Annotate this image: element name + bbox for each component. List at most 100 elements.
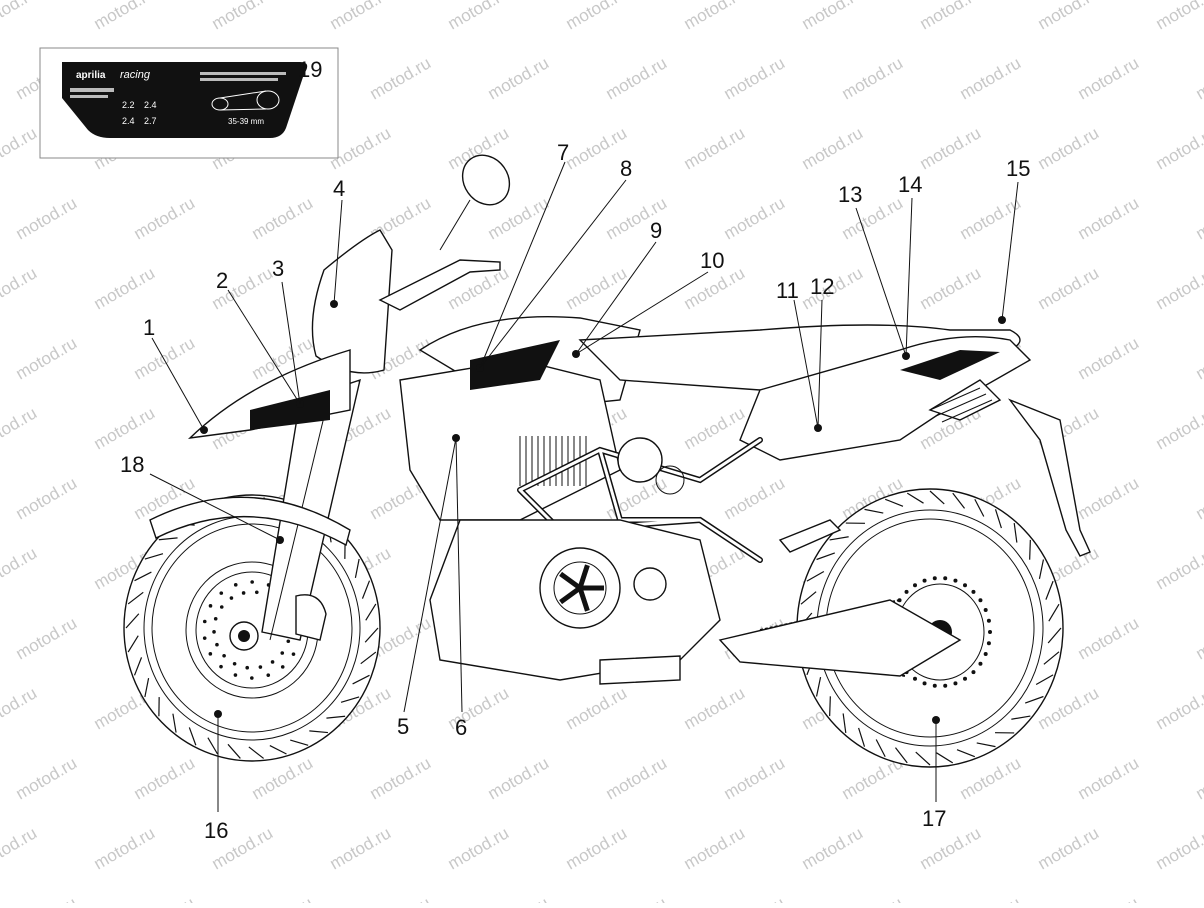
watermark-text: motod.ru bbox=[0, 263, 40, 313]
watermark-text: motod.ru bbox=[1075, 193, 1143, 243]
watermark-text: motod.ru bbox=[485, 893, 553, 903]
watermark-text: motod.ru bbox=[563, 823, 631, 873]
watermark-text: motod.ru bbox=[563, 263, 631, 313]
watermark-text: motod.ru bbox=[563, 0, 631, 33]
watermark-text: motod.ru bbox=[721, 473, 789, 523]
watermark-text: motod.ru bbox=[1075, 753, 1143, 803]
callout-10: 10 bbox=[700, 248, 724, 273]
watermark-text: motod.ru bbox=[1075, 613, 1143, 663]
watermark-text: motod.ru bbox=[1035, 263, 1103, 313]
watermark-text: motod.ru bbox=[917, 0, 985, 33]
callout-13: 13 bbox=[838, 182, 862, 207]
callout-11: 11 bbox=[776, 278, 799, 303]
watermark-text: motod.ru bbox=[721, 53, 789, 103]
watermark-text: motod.ru bbox=[13, 333, 81, 383]
watermark-text: motod.ru bbox=[839, 893, 907, 903]
watermark-text: motod.ru bbox=[1193, 193, 1204, 243]
callout-4: 4 bbox=[333, 176, 345, 201]
watermark-text: motod.ru bbox=[367, 753, 435, 803]
watermark-text: motod.ru bbox=[917, 263, 985, 313]
watermark-text: motod.ru bbox=[485, 53, 553, 103]
watermark-text: motod.ru bbox=[681, 823, 749, 873]
watermark-text: motod.ru bbox=[681, 0, 749, 33]
sticker-chain-slack: 35-39 mm bbox=[228, 117, 264, 126]
watermark-text: motod.ru bbox=[445, 823, 513, 873]
watermark-text: motod.ru bbox=[0, 403, 40, 453]
callout-3: 3 bbox=[272, 256, 284, 281]
watermark-text: motod.ru bbox=[681, 123, 749, 173]
watermark-text: motod.ru bbox=[327, 0, 395, 33]
watermark-text: motod.ru bbox=[485, 753, 553, 803]
watermark-text: motod.ru bbox=[1193, 473, 1204, 523]
watermark-text: motod.ru bbox=[91, 263, 159, 313]
watermark-text: motod.ru bbox=[1193, 753, 1204, 803]
watermark-text: motod.ru bbox=[13, 753, 81, 803]
watermark-text: motod.ru bbox=[1075, 333, 1143, 383]
watermark-text: motod.ru bbox=[13, 193, 81, 243]
watermark-text: motod.ru bbox=[799, 123, 867, 173]
decal-panel: aprilia racing 2.2 2.4 2.4 2.7 35-39 mm bbox=[40, 48, 338, 158]
callout-1: 1 bbox=[143, 315, 155, 340]
watermark-text: motod.ru bbox=[1075, 473, 1143, 523]
watermark-text: motod.ru bbox=[603, 753, 671, 803]
sticker-tagline: racing bbox=[120, 69, 151, 81]
watermark-text: motod.ru bbox=[1035, 123, 1103, 173]
watermark-text: motod.ru bbox=[13, 893, 81, 903]
watermark-text: motod.ru bbox=[1153, 263, 1204, 313]
watermark-text: motod.ru bbox=[1075, 53, 1143, 103]
watermark-text: motod.ru bbox=[367, 893, 435, 903]
motorcycle-drawing bbox=[124, 146, 1090, 767]
callout-14: 14 bbox=[898, 172, 922, 197]
watermark-text: motod.ru bbox=[0, 823, 40, 873]
sticker-pressure-a: 2.2 bbox=[122, 100, 135, 110]
watermark-text: motod.ru bbox=[367, 53, 435, 103]
watermark-text: motod.ru bbox=[91, 823, 159, 873]
watermark-text: motod.ru bbox=[91, 403, 159, 453]
watermark-text: motod.ru bbox=[681, 403, 749, 453]
watermark-text: motod.ru bbox=[327, 823, 395, 873]
watermark-text: motod.ru bbox=[1035, 823, 1103, 873]
watermark-text: motod.ru bbox=[1193, 893, 1204, 903]
watermark-text: motod.ru bbox=[13, 473, 81, 523]
watermark-text: motod.ru bbox=[681, 683, 749, 733]
watermark-text: motod.ru bbox=[603, 53, 671, 103]
watermark-text: motod.ru bbox=[1075, 893, 1143, 903]
watermark-text: motod.ru bbox=[249, 893, 317, 903]
watermark-text: motod.ru bbox=[445, 0, 513, 33]
watermark-text: motod.ru bbox=[249, 193, 317, 243]
sticker-brand: aprilia bbox=[76, 70, 106, 81]
watermark-text: motod.ru bbox=[131, 753, 199, 803]
watermark-text: motod.ru bbox=[131, 193, 199, 243]
sticker-pressure-c: 2.4 bbox=[122, 116, 135, 126]
watermark-text: motod.ru bbox=[1193, 333, 1204, 383]
watermark-text: motod.ru bbox=[91, 0, 159, 33]
watermark-text: motod.ru bbox=[131, 893, 199, 903]
watermark-text: motod.ru bbox=[563, 683, 631, 733]
callout-17: 17 bbox=[922, 806, 946, 831]
watermark-text: motod.ru bbox=[0, 0, 40, 33]
watermark-text: motod.ru bbox=[13, 613, 81, 663]
watermark-text: motod.ru bbox=[0, 123, 40, 173]
watermark-text: motod.ru bbox=[957, 893, 1025, 903]
callout-16: 16 bbox=[204, 818, 228, 843]
watermark-text: motod.ru bbox=[1193, 53, 1204, 103]
watermark-text: motod.ru bbox=[839, 53, 907, 103]
watermark-text: motod.ru bbox=[917, 123, 985, 173]
callout-15: 15 bbox=[1006, 156, 1030, 181]
callout-12: 12 bbox=[810, 274, 834, 299]
callout-5: 5 bbox=[397, 714, 409, 739]
watermark-text: motod.ru bbox=[1153, 403, 1204, 453]
watermark-text: motod.ru bbox=[721, 193, 789, 243]
watermark-text: motod.ru bbox=[131, 333, 199, 383]
callout-6: 6 bbox=[455, 715, 467, 740]
watermark-text: motod.ru bbox=[0, 543, 40, 593]
callout-18: 18 bbox=[120, 452, 144, 477]
callout-19: 19 bbox=[298, 57, 322, 82]
watermark-text: motod.ru bbox=[1153, 0, 1204, 33]
watermark-text: motod.ru bbox=[1153, 543, 1204, 593]
watermark-text: motod.ru bbox=[799, 0, 867, 33]
watermark-text: motod.ru bbox=[721, 893, 789, 903]
sticker-pressure-b: 2.4 bbox=[144, 100, 157, 110]
